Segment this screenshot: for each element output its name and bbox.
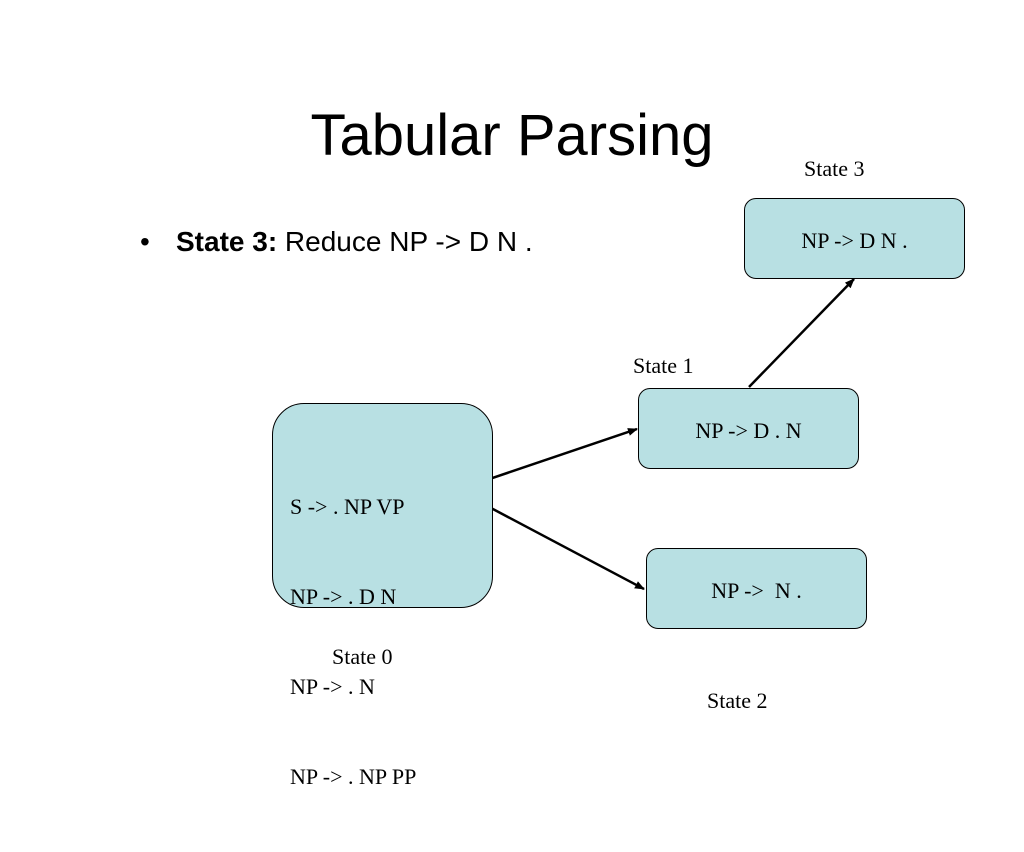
state-3-label: State 3 — [804, 156, 865, 181]
state-0-label: State 0 — [332, 644, 393, 669]
edge-state1-to-state3 — [748, 278, 855, 388]
state-3-box: NP -> D N . — [744, 198, 965, 279]
state-2-box: NP -> N . — [646, 548, 867, 629]
state-0-item: S -> . NP VP — [290, 494, 405, 519]
state-1-item: NP -> D . N — [695, 418, 802, 443]
bullet-marker: • — [140, 226, 150, 257]
bullet-item: • State 3: Reduce NP -> D N . — [140, 222, 533, 262]
transition-arrows — [456, 278, 855, 591]
slide-title: Tabular Parsing — [310, 103, 714, 168]
state-0-box: S -> . NP VP NP -> . D N NP -> . N NP ->… — [272, 403, 493, 789]
bullet-bold-text: State 3: — [176, 226, 278, 257]
state-0-item: NP -> . NP PP — [290, 764, 417, 789]
state-0-item: NP -> . N — [290, 674, 375, 699]
state-0-item: NP -> . D N — [290, 584, 397, 609]
bullet-text: Reduce NP -> D N . — [277, 226, 533, 257]
state-2-label: State 2 — [707, 688, 768, 713]
state-3-item: NP -> D N . — [801, 228, 908, 253]
state-1-label: State 1 — [633, 353, 694, 378]
state-2-item: NP -> N . — [711, 578, 802, 603]
state-1-box: NP -> D . N — [638, 388, 859, 469]
